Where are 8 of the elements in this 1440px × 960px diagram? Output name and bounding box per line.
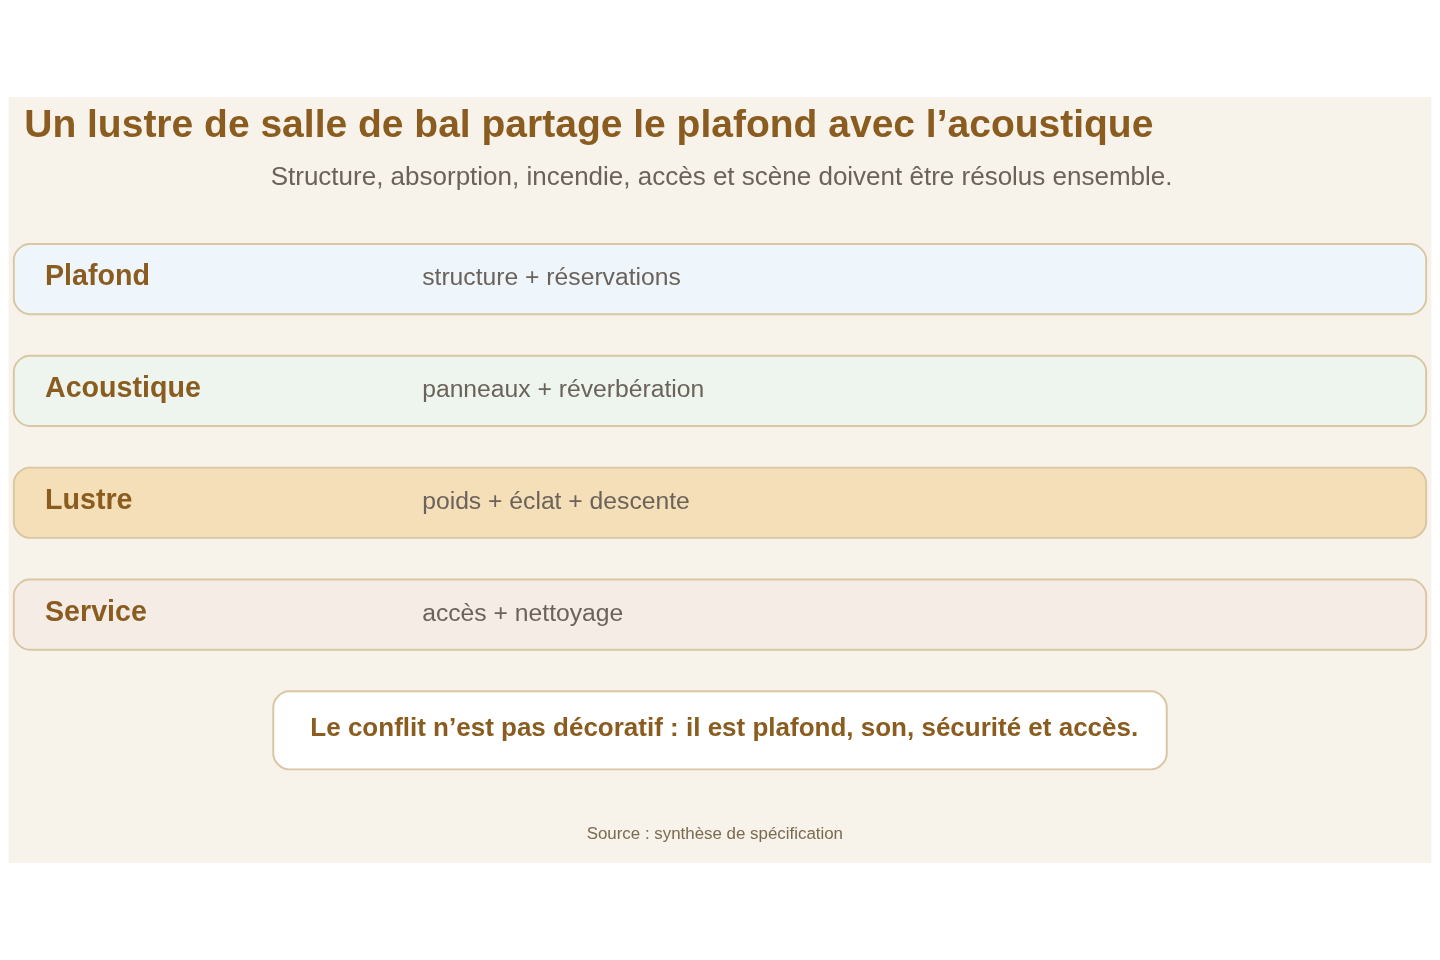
diagram-title: Un lustre de salle de bal partage le plafond avec l’acoustique [24,102,1154,146]
node-box: Acoustique panneaux + réverbération [12,354,1428,427]
node-box: Le conflit n’est pas décoratif : il est plafond, son, sécurité et accès. [272,690,1168,771]
label: Structure, absorption, incendie, accès et scène doivent être résolus ensemble. [270,161,1173,192]
node-box: Plafond structure + réservations [12,243,1428,316]
node-box: Service accès + nettoyage [12,578,1428,651]
label: Source : synthèse de spécification [586,823,844,843]
node-box: Lustre poids + éclat + descente [12,466,1428,539]
